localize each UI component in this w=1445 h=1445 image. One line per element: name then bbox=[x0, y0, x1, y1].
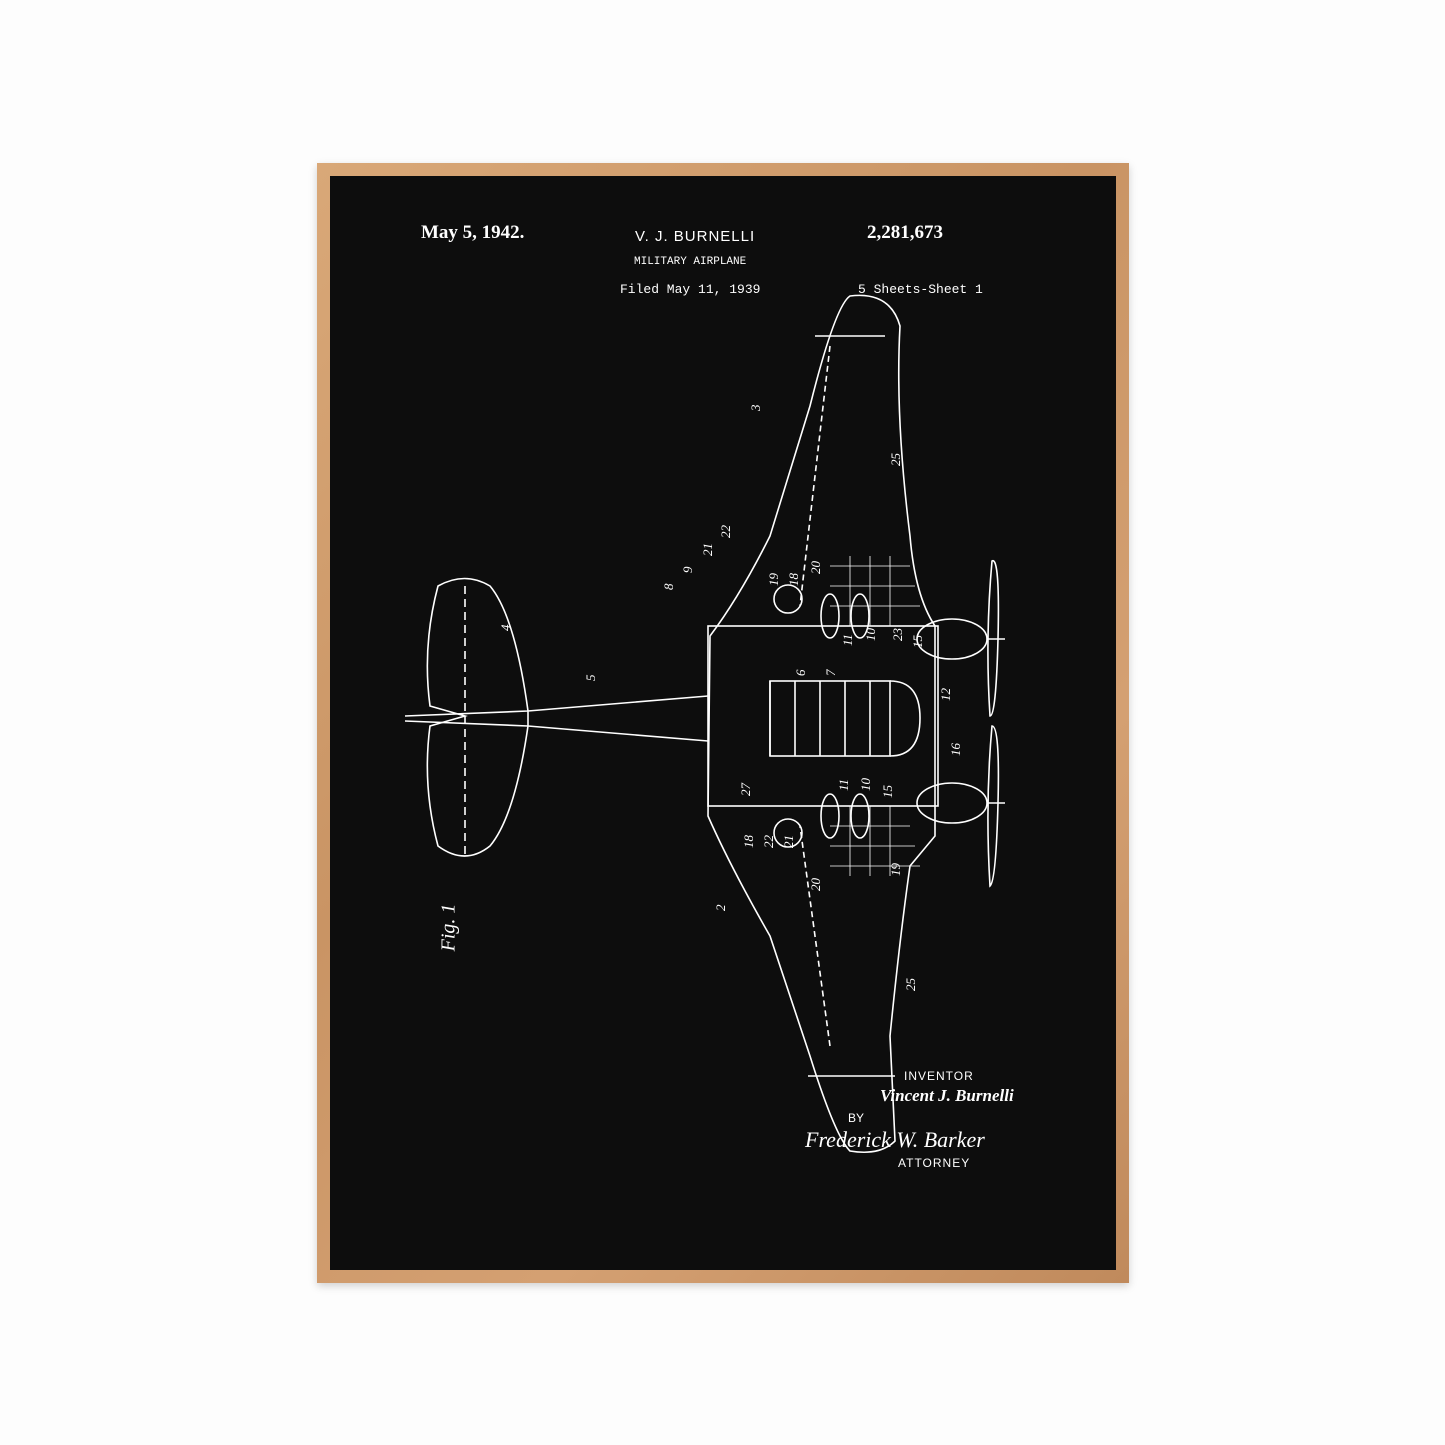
attorney-signature: Frederick W. Barker bbox=[805, 1127, 985, 1152]
reference-numeral: 22 bbox=[761, 835, 776, 849]
patent-date: May 5, 1942. bbox=[421, 222, 525, 243]
filed-date: Filed May 11, 1939 bbox=[620, 282, 761, 297]
reference-numeral: 8 bbox=[661, 583, 676, 590]
reference-numeral: 21 bbox=[781, 835, 796, 848]
reference-numeral: 18 bbox=[786, 573, 801, 587]
propeller-bottom bbox=[987, 725, 1000, 888]
propeller-top bbox=[987, 560, 1000, 717]
patent-title: MILITARY AIRPLANE bbox=[634, 256, 747, 268]
reference-numeral: 23 bbox=[890, 628, 905, 642]
reference-numeral: 20 bbox=[808, 878, 823, 892]
reference-numeral: 2 bbox=[713, 904, 728, 911]
patent-number: 2,281,673 bbox=[867, 222, 943, 243]
reference-numeral: 10 bbox=[863, 628, 878, 642]
reference-numeral: 10 bbox=[858, 778, 873, 792]
reference-numeral: 25 bbox=[903, 978, 918, 992]
sheet-count: 5 Sheets-Sheet 1 bbox=[858, 282, 983, 297]
reference-numeral: 16 bbox=[948, 743, 963, 757]
reference-numeral: 18 bbox=[741, 835, 756, 849]
reference-numeral: 6 bbox=[793, 669, 808, 676]
reference-numeral: 3 bbox=[748, 404, 763, 412]
reference-numeral: 22 bbox=[718, 525, 733, 539]
reference-numeral: 11 bbox=[836, 779, 851, 791]
reference-numeral: 19 bbox=[766, 573, 781, 587]
reference-numeral: 20 bbox=[808, 561, 823, 575]
reference-numeral: 12 bbox=[938, 688, 953, 702]
reference-numeral: 9 bbox=[680, 566, 695, 573]
reference-numeral: 11 bbox=[840, 634, 855, 646]
reference-numeral: 5 bbox=[583, 674, 598, 681]
by-label: BY bbox=[848, 1111, 865, 1125]
reference-numeral: 27 bbox=[738, 783, 753, 797]
reference-numeral: 25 bbox=[888, 453, 903, 467]
inventor-header: V. J. BURNELLI bbox=[635, 228, 756, 245]
reference-numeral: 21 bbox=[700, 543, 715, 556]
attorney-label: ATTORNEY bbox=[898, 1156, 971, 1170]
wing-outline bbox=[707, 294, 936, 1154]
reference-numeral: 4 bbox=[498, 624, 513, 631]
tail-outline bbox=[426, 577, 529, 857]
inventor-signature: Vincent J. Burnelli bbox=[880, 1086, 1014, 1105]
figure-label: Fig. 1 bbox=[437, 903, 460, 952]
reference-numeral: 15 bbox=[910, 635, 925, 649]
reference-numeral: 15 bbox=[880, 785, 895, 799]
reference-numeral: 19 bbox=[888, 863, 903, 877]
reference-numeral: 7 bbox=[823, 669, 838, 676]
inventor-label: INVENTOR bbox=[904, 1069, 974, 1083]
